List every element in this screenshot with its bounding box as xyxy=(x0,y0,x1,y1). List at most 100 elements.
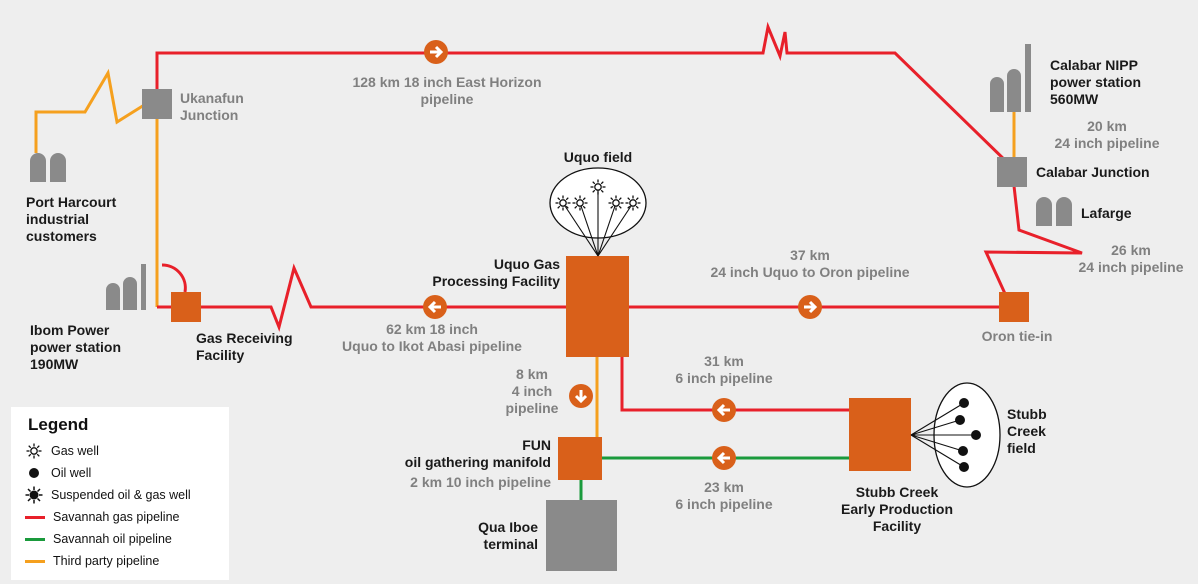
label-line: Processing Facility xyxy=(432,273,560,289)
legend-title: Legend xyxy=(28,415,89,434)
label-line: Uquo field xyxy=(564,149,632,165)
stubb-gas-arrow-left-icon xyxy=(712,398,736,422)
qua-iboe-terminal-node xyxy=(546,500,617,571)
uquo-field-wells xyxy=(549,167,647,257)
stubb-creek-field-wells xyxy=(910,382,1001,488)
label-line: Stubb xyxy=(1007,406,1047,422)
legend-item-label: Savannah gas pipeline xyxy=(53,510,180,524)
flow-arrows xyxy=(423,40,822,470)
label-line: Facility xyxy=(873,518,921,534)
label-line: FUN xyxy=(522,437,551,453)
label-line: power station xyxy=(30,339,121,355)
label-line: 62 km 18 inch xyxy=(386,321,478,337)
label-line: Uquo Gas xyxy=(494,256,560,272)
legend-item-suspended-well: Suspended oil & gas well xyxy=(25,486,191,504)
east-horizon-pipeline xyxy=(155,21,1014,169)
label-line: Early Production xyxy=(841,501,953,517)
calabar-to-oron-pipeline xyxy=(983,185,1083,299)
gas-pipelines xyxy=(155,21,1083,412)
calabar-nipp-power-station-icon xyxy=(990,44,1031,112)
legend-item-gas-pipeline: Savannah gas pipeline xyxy=(25,508,180,526)
uquo-gas-processing-facility-node xyxy=(566,256,629,357)
oron-tie-in-node xyxy=(999,292,1029,322)
gas-well-icon xyxy=(571,194,589,212)
label-line: Junction xyxy=(180,107,238,123)
ibom-loop xyxy=(161,263,187,293)
gas-well-icon xyxy=(589,178,607,196)
label-line: 24 inch pipeline xyxy=(1054,135,1159,151)
legend-item-oil-well: Oil well xyxy=(25,464,91,482)
label-line: 6 inch pipeline xyxy=(675,370,772,386)
stubb-oil-arrow-left-icon xyxy=(712,446,736,470)
label-line: 2 km 10 inch pipeline xyxy=(410,474,551,490)
oil-well-icon xyxy=(959,462,969,472)
label-uquo-field: Uquo field xyxy=(564,149,632,165)
label-line: industrial xyxy=(26,211,89,227)
oil-well-icon xyxy=(25,464,43,482)
calabar-junction-node xyxy=(997,157,1027,187)
stubb-to-uquo-gas-pipeline xyxy=(620,356,850,412)
label-line: Calabar NIPP xyxy=(1050,57,1138,73)
label-line: Qua Iboe xyxy=(478,519,538,535)
third-party-pipeline-line xyxy=(25,559,45,563)
label-line: pipeline xyxy=(506,400,559,416)
third-party-pipelines xyxy=(34,68,1016,438)
legend-item-oil-pipeline: Savannah oil pipeline xyxy=(25,530,172,548)
legend-item-label: Savannah oil pipeline xyxy=(53,532,172,546)
uquo-to-ikot-arrow-left-icon xyxy=(423,295,447,319)
label-line: 20 km xyxy=(1087,118,1127,134)
ukanafun-junction-node xyxy=(142,89,172,119)
label-line: 24 inch pipeline xyxy=(1078,259,1183,275)
stubb-creek-facility-node xyxy=(849,398,911,471)
legend-item-gas-well: Gas well xyxy=(25,442,99,460)
gas-well-icon xyxy=(25,442,43,460)
ibom-power-station-icon xyxy=(106,264,146,310)
label-line: pipeline xyxy=(421,91,474,107)
label-line: Uquo to Ikot Abasi pipeline xyxy=(342,338,522,354)
label-line: 6 inch pipeline xyxy=(675,496,772,512)
label-line: 4 inch xyxy=(512,383,552,399)
suspended-well-icon xyxy=(25,486,43,504)
label-line: 560MW xyxy=(1050,91,1099,107)
label-line: customers xyxy=(26,228,97,244)
legend-item-label: Gas well xyxy=(51,444,99,458)
label-line: 31 km xyxy=(704,353,744,369)
label-calabar-junction: Calabar Junction xyxy=(1036,164,1150,180)
label-line: Oron tie-in xyxy=(982,328,1053,344)
fun-manifold-node xyxy=(558,437,602,480)
label-line: Facility xyxy=(196,347,244,363)
label-oron-tie-in: Oron tie-in xyxy=(982,328,1053,344)
uquo-to-oron-arrow-right-icon xyxy=(798,295,822,319)
oil-well-icon xyxy=(958,446,968,456)
label-line: 24 inch Uquo to Oron pipeline xyxy=(710,264,909,280)
label-line: oil gathering manifold xyxy=(405,454,551,470)
fun-pipeline-arrow-down-icon xyxy=(569,384,593,408)
gas-well-icon xyxy=(624,194,642,212)
label-line: Ukanafun xyxy=(180,90,244,106)
oil-well-icon xyxy=(959,398,969,408)
gas-well-icon xyxy=(554,194,572,212)
east-horizon-arrow-right-icon xyxy=(424,40,448,64)
label-line: terminal xyxy=(484,536,538,552)
label-line: 128 km 18 inch East Horizon xyxy=(352,74,541,90)
label-line: 23 km xyxy=(704,479,744,495)
label-line: 8 km xyxy=(516,366,548,382)
label-line: Ibom Power xyxy=(30,322,110,338)
